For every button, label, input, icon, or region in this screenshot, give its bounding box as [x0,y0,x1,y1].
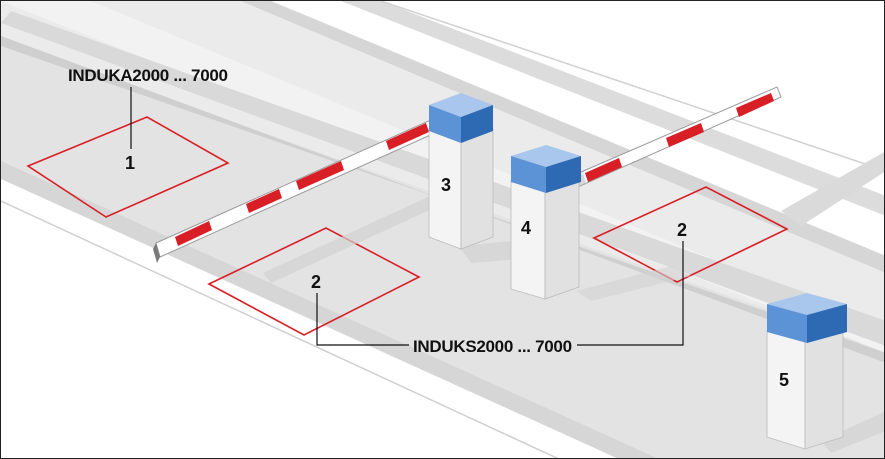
marker-loop-2-left: 2 [311,272,321,292]
marker-barrier-4: 4 [521,218,531,238]
leader-line-induks-left [316,293,409,346]
induka-label: INDUKA2000 ... 7000 [68,66,228,85]
far-curb [341,1,884,216]
barrier-3 [153,93,494,263]
leader-lines [130,87,684,346]
housing-cap-3 [429,93,493,143]
leader-line-induks-right [577,241,684,346]
side-ramp [781,152,884,226]
housing-cap-4 [511,145,581,193]
barrier-4 [510,86,782,300]
terminal-5 [766,293,847,450]
lower-curb [1,161,657,458]
induction-loop-1 [26,116,230,218]
marker-barrier-3: 3 [441,175,451,195]
marker-terminal-5: 5 [779,370,789,390]
barrier-arm-3 [153,118,438,263]
housing-cap-5 [767,293,847,343]
induction-loop-2-right [592,186,789,283]
upper-curb [241,1,884,273]
shadows [263,191,884,453]
induks-label: INDUKS2000 ... 7000 [413,337,572,356]
induction-loop-2-left [207,227,421,336]
marker-loop-1: 1 [125,153,135,173]
marker-loop-2-right: 2 [677,220,687,240]
